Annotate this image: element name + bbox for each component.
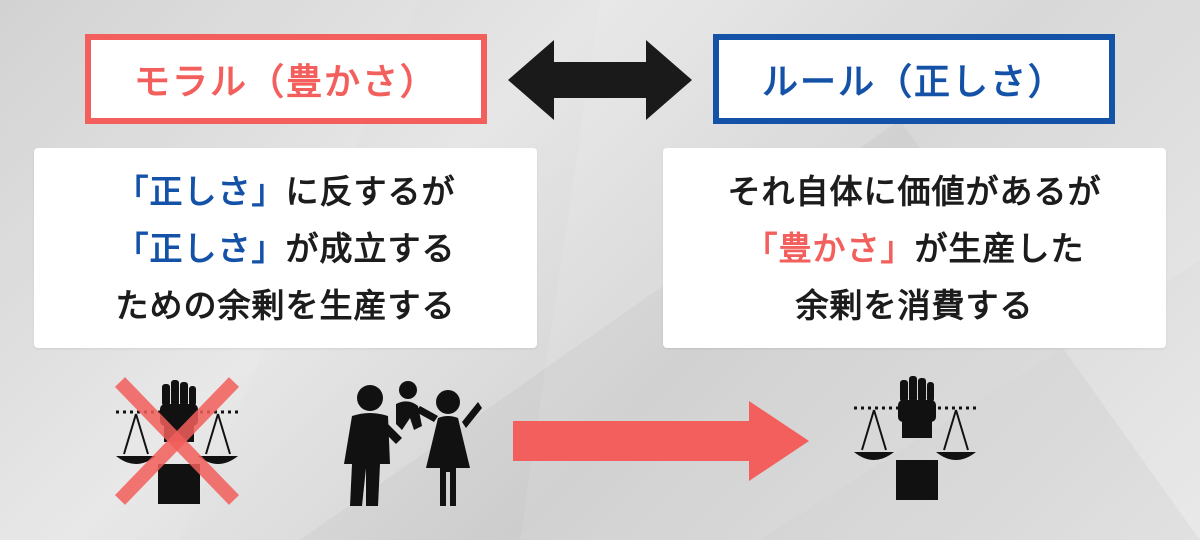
rightness-quote: 「正しさ」 xyxy=(115,228,286,268)
family-icon xyxy=(344,381,482,506)
rule-label-text: ルール（正しさ） xyxy=(761,62,1066,103)
richness-quote: 「豊かさ」 xyxy=(744,228,915,268)
rightness-quote: 「正しさ」 xyxy=(115,171,286,211)
rule-card-line-2: 「豊かさ」が生産した xyxy=(745,220,1085,277)
moral-card-line-2: 「正しさ」が成立する xyxy=(116,220,456,277)
rule-card-line-2-text: が生産した xyxy=(914,228,1085,268)
moral-label: モラル（豊かさ） xyxy=(85,34,487,124)
rule-card-line-3: 余剰を消費する xyxy=(795,285,1034,325)
double-headed-arrow-icon xyxy=(508,40,692,120)
moral-card-line-3: ための余剰を生産する xyxy=(115,285,456,325)
right-arrow-icon xyxy=(513,401,809,481)
rule-card-line-1: それ自体に価値があるが xyxy=(727,171,1102,211)
moral-card-line-2-text: が成立する xyxy=(285,228,456,268)
moral-description-card: 「正しさ」に反するが 「正しさ」が成立する ための余剰を生産する xyxy=(34,148,537,348)
justice-scale-fist-icon xyxy=(854,376,976,500)
rule-label: ルール（正しさ） xyxy=(713,34,1115,124)
rule-description-card: それ自体に価値があるが 「豊かさ」が生産した 余剰を消費する xyxy=(663,148,1166,348)
moral-card-line-1-text: に反するが xyxy=(285,171,456,211)
justice-scale-fist-crossed-out-icon xyxy=(114,377,240,505)
moral-label-text: モラル（豊かさ） xyxy=(133,62,438,103)
moral-card-line-1: 「正しさ」に反するが xyxy=(116,163,456,220)
